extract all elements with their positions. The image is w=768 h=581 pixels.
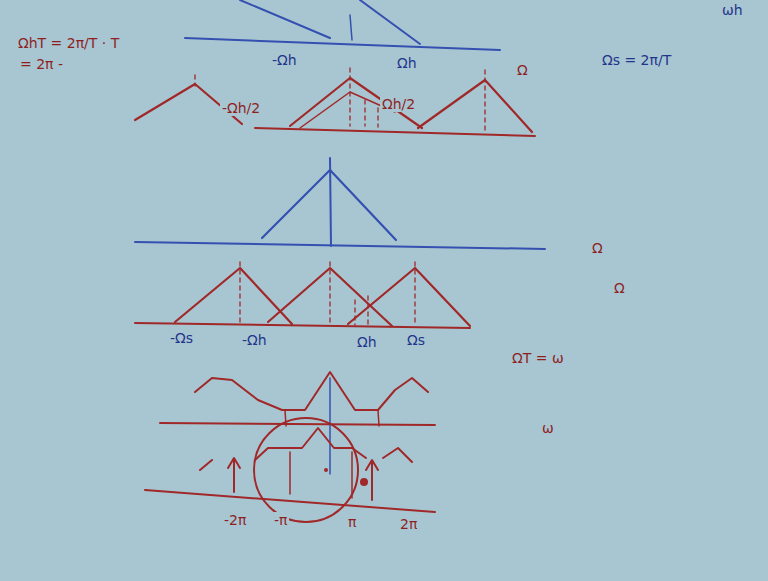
axis-label: ωh <box>720 2 745 18</box>
axis-label: ω <box>540 420 556 436</box>
axis-label: Ω <box>612 280 627 296</box>
axis-label: -2π <box>222 512 248 528</box>
axis-label: ΩhT = 2π/T · T <box>16 35 121 51</box>
axis-label: 2π <box>398 516 419 532</box>
axis-label: π <box>346 514 358 530</box>
axis-label: -π <box>272 512 289 528</box>
axis-label: Ωh <box>395 55 419 71</box>
axis-label: -Ωh/2 <box>220 100 262 116</box>
axis-label: = 2π - <box>18 56 65 72</box>
axis-label: Ωh/2 <box>380 96 417 112</box>
axis-label: Ωs = 2π/T <box>600 52 673 68</box>
axis-label: Ω <box>590 240 605 256</box>
axis-label: Ω <box>515 62 530 78</box>
axis-label: Ωs <box>405 332 427 348</box>
axis-label: -Ωh <box>270 52 299 68</box>
axis-label: ΩT = ω <box>510 350 566 366</box>
axis-label: -Ωh <box>240 332 269 348</box>
axis-label: -Ωs <box>168 330 195 346</box>
axis-label: Ωh <box>355 334 379 350</box>
